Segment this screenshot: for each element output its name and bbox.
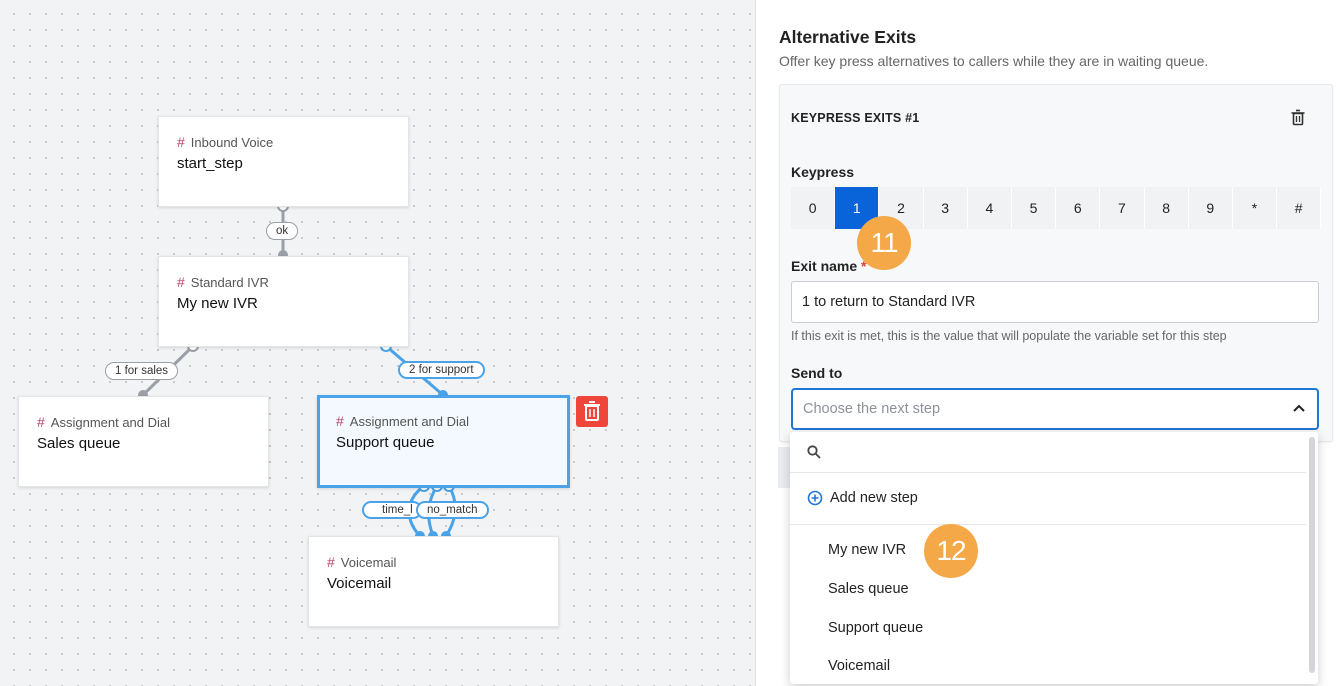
dropdown-option-voicemail[interactable]: Voicemail (828, 658, 891, 674)
keypress-button[interactable]: 3 (923, 187, 968, 229)
trash-icon (584, 401, 600, 421)
node-type-label: Inbound Voice (190, 135, 274, 150)
node-name: Sales queue (37, 435, 121, 452)
hash-icon: # (177, 274, 185, 290)
node-start-step[interactable]: # Inbound Voice start_step (158, 116, 409, 207)
keypress-button[interactable]: 7 (1100, 187, 1145, 229)
node-name: My new IVR (177, 295, 258, 312)
exit-name-hint: If this exit is met, this is the value t… (791, 329, 1227, 343)
dropdown-scrollbar[interactable] (1309, 437, 1315, 673)
step-badge-12: 12 (924, 524, 978, 578)
keypress-button[interactable]: 9 (1188, 187, 1233, 229)
node-type: # Assignment and Dial (37, 414, 170, 430)
trash-icon[interactable] (1290, 109, 1306, 127)
add-circle-icon (807, 490, 823, 506)
node-sales-queue[interactable]: # Assignment and Dial Sales queue (18, 396, 269, 487)
node-name: start_step (177, 155, 243, 172)
keypress-button[interactable]: 6 (1056, 187, 1101, 229)
exit-name-label-text: Exit name (791, 258, 858, 274)
chevron-up-icon (1293, 404, 1305, 412)
send-to-select[interactable]: Choose the next step (791, 388, 1319, 430)
node-name: Support queue (336, 434, 435, 451)
node-name: Voicemail (327, 575, 392, 592)
node-type: # Assignment and Dial (336, 413, 469, 429)
hash-icon: # (327, 554, 335, 570)
search-icon (807, 445, 821, 459)
card-title: KEYPRESS EXITS #1 (791, 111, 920, 125)
node-type-label: Standard IVR (190, 275, 269, 290)
node-type: # Inbound Voice (177, 134, 273, 150)
panel-subtitle: Offer key press alternatives to callers … (779, 53, 1209, 69)
exit-name-label: Exit name * (791, 258, 866, 274)
required-mark: * (861, 258, 867, 274)
hash-icon: # (37, 414, 45, 430)
node-type-label: Assignment and Dial (50, 415, 171, 430)
edge-label-time[interactable]: time_l (362, 501, 422, 519)
add-new-step-label: Add new step (830, 490, 918, 506)
edge-label-sales[interactable]: 1 for sales (105, 362, 179, 380)
node-support-queue[interactable]: # Assignment and Dial Support queue (317, 395, 570, 488)
keypress-button[interactable]: # (1277, 187, 1322, 229)
flow-canvas[interactable]: # Inbound Voice start_step # Standard IVR … (0, 0, 755, 686)
keypress-button[interactable]: 5 (1011, 187, 1057, 229)
dropdown-option-support-queue[interactable]: Support queue (828, 620, 924, 636)
keypress-button[interactable]: * (1232, 187, 1278, 229)
node-voicemail[interactable]: # Voicemail Voicemail (308, 536, 559, 627)
exit-name-input[interactable]: 1 to return to Standard IVR (791, 281, 1319, 323)
step-badge-11: 11 (857, 216, 911, 270)
add-new-step-option[interactable]: Add new step (790, 473, 1306, 525)
hash-icon: # (177, 134, 185, 150)
panel-title: Alternative Exits (779, 27, 917, 47)
node-type-label: Assignment and Dial (349, 414, 470, 429)
keypress-button[interactable]: 4 (967, 187, 1012, 229)
dropdown-search[interactable] (790, 432, 1306, 473)
node-my-new-ivr[interactable]: # Standard IVR My new IVR (158, 256, 409, 347)
keypress-button[interactable]: 8 (1144, 187, 1189, 229)
node-type-label: Voicemail (340, 555, 397, 570)
keypress-label: Keypress (791, 164, 855, 180)
send-to-label: Send to (791, 365, 843, 381)
edge-label-ok[interactable]: ok (266, 222, 299, 240)
delete-node-button[interactable] (576, 396, 608, 427)
node-type: # Standard IVR (177, 274, 269, 290)
hash-icon: # (336, 413, 344, 429)
dropdown-option-my-new-ivr[interactable]: My new IVR (828, 542, 907, 558)
collapsed-section (778, 447, 790, 488)
node-type: # Voicemail (327, 554, 396, 570)
edge-label-no-match[interactable]: no_match (416, 501, 489, 519)
send-to-dropdown: Add new step My new IVR Sales queue Supp… (790, 432, 1318, 684)
dropdown-option-sales-queue[interactable]: Sales queue (828, 581, 909, 597)
send-to-placeholder: Choose the next step (803, 401, 941, 417)
edge-label-support[interactable]: 2 for support (398, 361, 485, 379)
keypress-button[interactable]: 0 (791, 187, 836, 229)
